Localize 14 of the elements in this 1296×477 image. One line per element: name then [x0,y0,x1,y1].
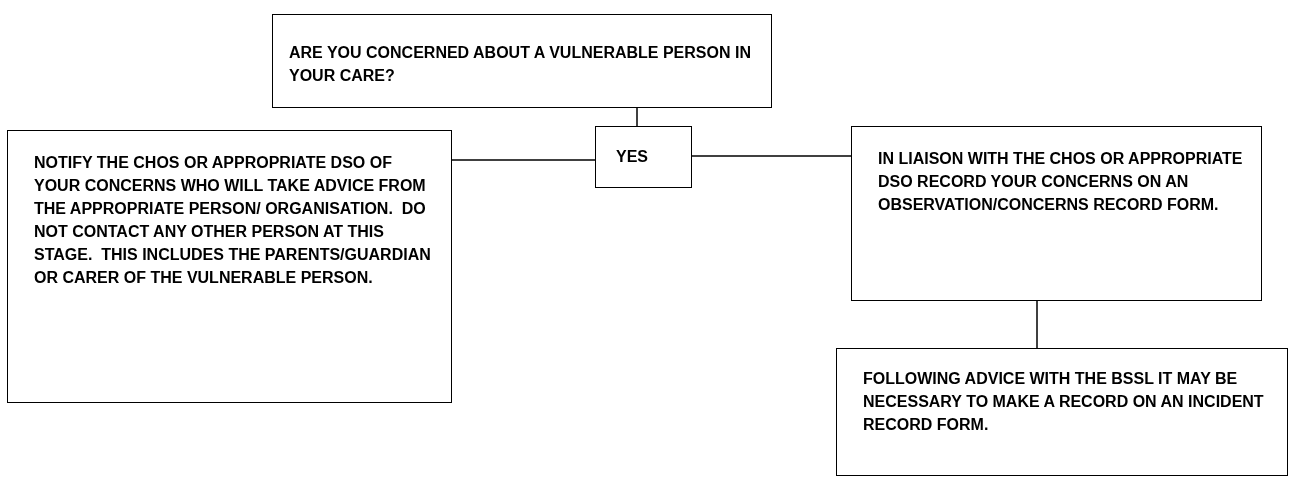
box-text: FOLLOWING ADVICE WITH THE BSSL IT MAY BE NECESSARY TO MAKE A RECORD ON AN INCIDENT RECORD FORM. [863,369,1265,435]
process-box [7,130,452,403]
decision-box [595,126,692,188]
process-box [851,126,1262,301]
box-text: ARE YOU CONCERNED ABOUT A VULNERABLE PERSON IN YOUR CARE? [289,43,752,86]
connector-line [1036,300,1038,349]
box-text: YES [616,147,649,167]
process-box [836,348,1288,476]
box-text: NOTIFY THE CHOS OR APPROPRIATE DSO OF YOUR CONCERNS WHO WILL TAKE ADVICE FROM THE APPROPRIATE PERSON/ ORGANISATION. DO NOT CONTACT ANY OTHER PERSON AT THIS STAGE. THIS INCLUDES THE PARENTS/GUARDIAN OR CARER OF THE VULNERABLE PERSON. [34,153,432,288]
connector-line [691,155,852,157]
connector-line [451,159,596,161]
connector-line [636,107,638,127]
box-text: IN LIAISON WITH THE CHOS OR APPROPRIATE DSO RECORD YOUR CONCERNS ON AN OBSERVATION/CONCERNS RECORD FORM. [878,149,1244,215]
process-box [272,14,772,108]
